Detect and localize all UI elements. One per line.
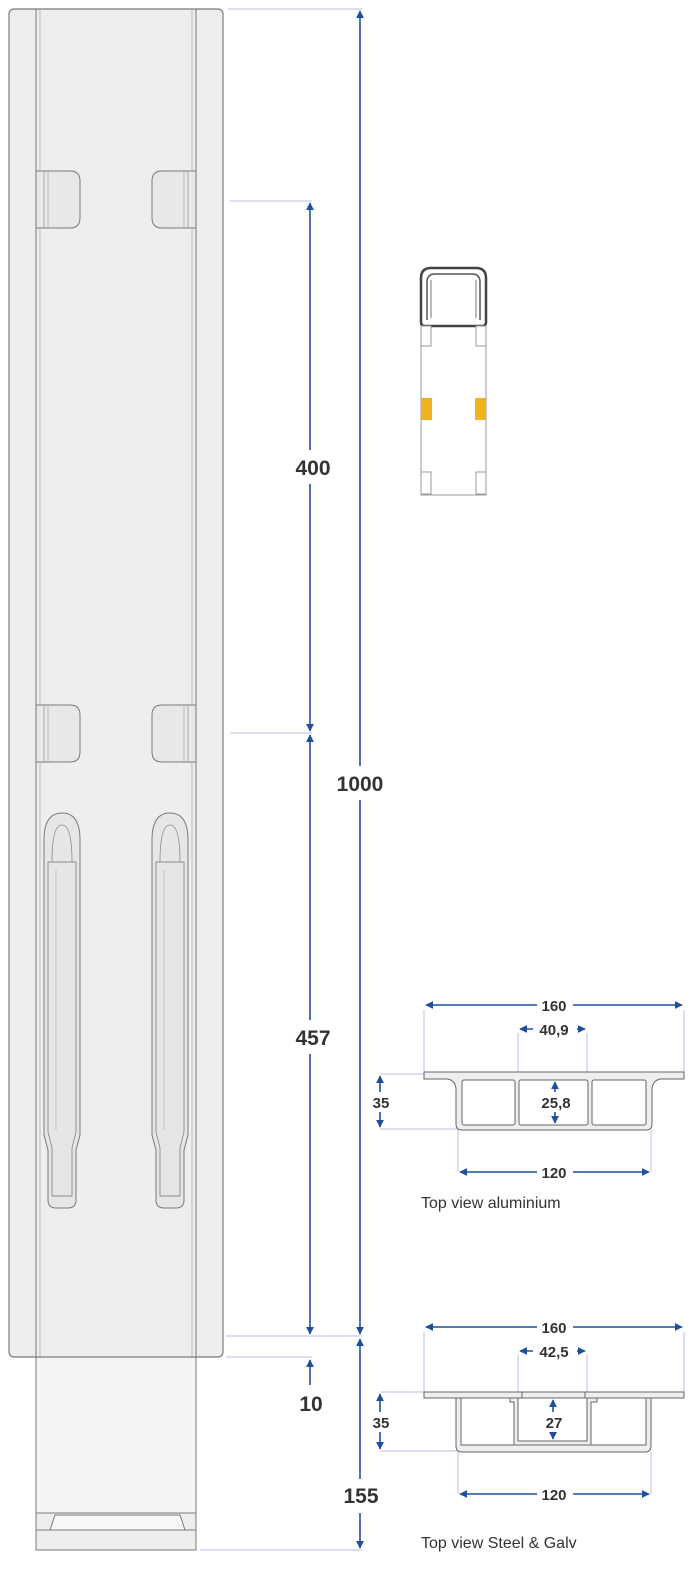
right-marker-light	[475, 398, 486, 420]
left-handle	[43, 812, 81, 1209]
ramp-side-view	[8, 8, 224, 1551]
middle-right-bracket	[151, 704, 197, 763]
profile-steel: 160 42,5 35 27 120 Top view Steel & Galv	[370, 1317, 685, 1552]
right-handle	[151, 812, 189, 1209]
steel-caption: Top view Steel & Galv	[421, 1535, 577, 1552]
alu-width-top: 160	[541, 998, 566, 1015]
alu-caption: Top view aluminium	[421, 1195, 561, 1212]
top-view-van-icon	[419, 266, 488, 496]
dim-label-155: 155	[343, 1485, 378, 1508]
dim-label-400: 400	[295, 457, 330, 480]
alu-width-inner: 40,9	[539, 1022, 568, 1039]
alu-inner-height: 25,8	[541, 1095, 570, 1112]
steel-width-inner: 42,5	[539, 1344, 568, 1361]
side-extension-lines	[200, 8, 362, 1551]
steel-height: 35	[373, 1415, 390, 1432]
dim-label-10: 10	[299, 1393, 322, 1416]
steel-width-top: 160	[541, 1320, 566, 1337]
upper-left-bracket	[35, 170, 81, 229]
dim-label-457: 457	[295, 1027, 330, 1050]
dim-label-1000: 1000	[337, 773, 384, 796]
steel-inner-height: 27	[546, 1415, 563, 1432]
profile-aluminium: 160 40,9 35 25,8 120 Top view aluminium	[370, 995, 685, 1212]
side-dimension-arrows	[306, 10, 364, 1549]
left-marker-light	[421, 398, 432, 420]
middle-left-bracket	[35, 704, 81, 763]
steel-width-bottom: 120	[541, 1487, 566, 1504]
alu-height: 35	[373, 1095, 390, 1112]
alu-width-bottom: 120	[541, 1165, 566, 1182]
upper-right-bracket	[151, 170, 197, 229]
